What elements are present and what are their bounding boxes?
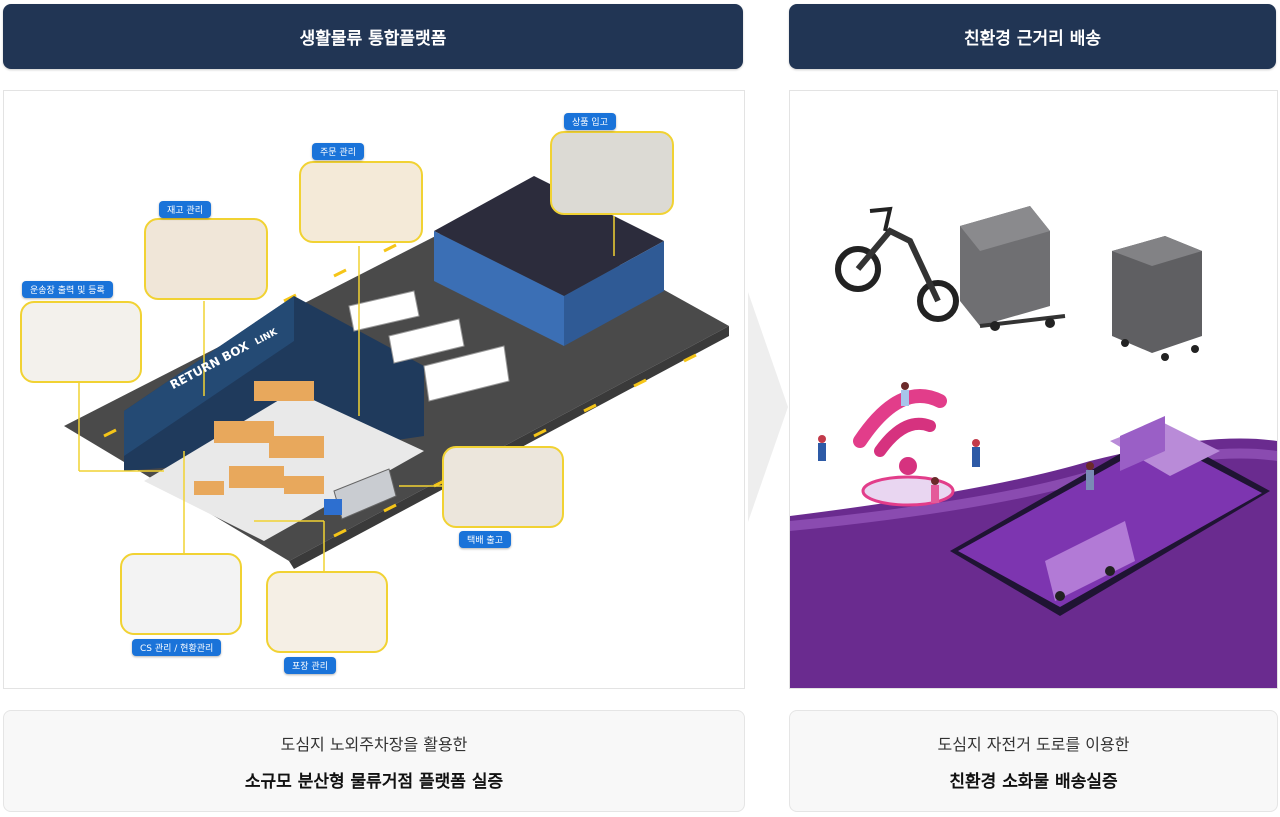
eco-delivery-illustration <box>789 90 1278 689</box>
order-vignette <box>299 161 423 243</box>
smartphone-icon <box>950 416 1270 616</box>
caption-right: 도심지 자전거 도로를 이용한 친환경 소화물 배송실증 <box>789 710 1278 812</box>
truck-on-phone <box>1045 521 1135 601</box>
callout-outbound: 택배 출고 <box>459 531 511 548</box>
outbound-vignette <box>442 446 564 528</box>
inventory-vignette <box>144 218 268 300</box>
logistics-platform-illustration: RETURN BOX LINK 상품 입고 주문 관리 재고 관리 운송장 출력… <box>3 90 745 689</box>
people-figures <box>818 382 1094 503</box>
caption-right-line2: 친환경 소화물 배송실증 <box>949 771 1118 792</box>
wifi-signal-icon <box>853 389 955 507</box>
callout-inventory: 재고 관리 <box>159 201 211 218</box>
caption-right-line1: 도심지 자전거 도로를 이용한 <box>937 734 1130 754</box>
callout-connectors <box>78 216 615 571</box>
callout-packing: 포장 관리 <box>284 657 336 674</box>
flow-arrow-icon <box>748 292 788 522</box>
packing-vignette <box>266 571 388 653</box>
eco-delivery-svg <box>790 206 1277 688</box>
callout-inbound: 상품 입고 <box>564 113 616 130</box>
callout-waybill: 운송장 출력 및 등록 <box>22 281 113 298</box>
header-right-title: 친환경 근거리 배송 <box>964 29 1101 49</box>
delivery-cart-icon <box>1112 236 1202 361</box>
caption-left-line2: 소규모 분산형 물류거점 플랫폼 실증 <box>244 771 504 792</box>
cs-vignette <box>120 553 242 635</box>
warehouse-roof <box>434 176 664 296</box>
callout-cs: CS 관리 / 현황관리 <box>132 639 222 656</box>
header-eco-delivery: 친환경 근거리 배송 <box>789 4 1276 69</box>
header-left-title: 생활물류 통합플랫폼 <box>299 29 447 49</box>
shelving-racks <box>194 381 324 495</box>
callout-order: 주문 관리 <box>312 143 364 160</box>
inbound-vignette <box>550 131 674 215</box>
caption-left-line1: 도심지 노외주차장을 활용한 <box>280 734 468 754</box>
cargo-bike-icon <box>835 206 1066 331</box>
warehouse-wall-front <box>434 231 564 346</box>
delivery-trucks <box>324 290 510 520</box>
caption-left: 도심지 노외주차장을 활용한 소규모 분산형 물류거점 플랫폼 실증 <box>3 710 745 812</box>
waybill-vignette <box>20 301 142 383</box>
header-integrated-platform: 생활물류 통합플랫폼 <box>3 4 743 69</box>
